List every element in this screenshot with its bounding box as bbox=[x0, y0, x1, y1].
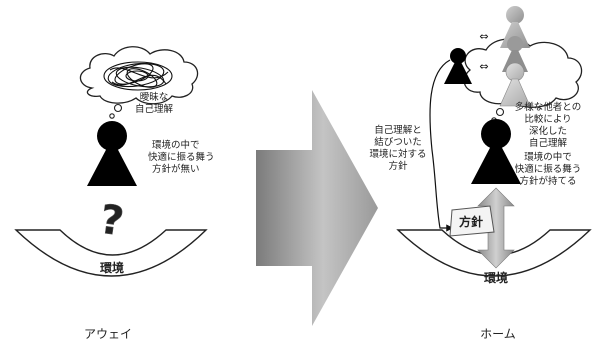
left-thought-bubble-1 bbox=[113, 103, 123, 113]
left-caption: アウェイ bbox=[84, 327, 132, 341]
left-thought-cloud bbox=[79, 46, 199, 105]
right-side-label-3: 方針が持てる bbox=[519, 175, 576, 187]
left-side-label-2: 快適に振る舞う bbox=[148, 151, 215, 163]
left-ground-arc bbox=[14, 229, 208, 277]
right-person-icon bbox=[471, 119, 521, 184]
loop-label-4: 方針 bbox=[388, 160, 408, 172]
loop-connector bbox=[429, 59, 454, 232]
other-person-icon-3 bbox=[499, 62, 531, 107]
loop-label-3: 環境に対する bbox=[369, 148, 426, 160]
others-label-1: 多様な他者との bbox=[515, 101, 581, 113]
right-ground-label: 環境 bbox=[484, 270, 508, 285]
loop-label-2: 結びついた bbox=[374, 136, 422, 148]
loop-label-1: 自己理解と bbox=[374, 124, 422, 136]
right-side-label-1: 環境の中で bbox=[524, 151, 572, 163]
left-person-icon bbox=[87, 121, 137, 186]
right-panel: ⇔ ⇔ 自己理解と 結びついた 環境に対する 方針 多様な他者との 比較により … bbox=[369, 6, 592, 341]
others-label-3: 深化した bbox=[529, 125, 567, 137]
left-panel: 曖昧な 自己理解 環境の中で 快適に振る舞う 方針が無い ? 環境 アウェイ bbox=[14, 46, 215, 341]
others-label-4: 自己理解 bbox=[529, 137, 568, 149]
question-mark-icon: ? bbox=[97, 197, 126, 246]
right-side-label-2: 快適に振る舞う bbox=[515, 163, 582, 175]
left-thought-label-1: 曖昧な bbox=[140, 91, 169, 103]
compare-symbol-2: ⇔ bbox=[479, 60, 488, 73]
right-caption: ホーム bbox=[480, 327, 516, 341]
others-label-2: 比較により bbox=[524, 113, 571, 125]
self-small-person-icon bbox=[444, 48, 472, 84]
left-thought-label-2: 自己理解 bbox=[135, 103, 174, 115]
right-thought-bubble-1 bbox=[495, 107, 505, 117]
left-side-label-3: 方針が無い bbox=[152, 163, 200, 175]
scribble-icon bbox=[103, 61, 173, 91]
left-side-label-1: 環境の中で bbox=[152, 139, 200, 151]
left-ground-label: 環境 bbox=[100, 260, 124, 275]
compare-symbol-1: ⇔ bbox=[479, 30, 488, 43]
policy-label-box bbox=[449, 205, 495, 237]
transition-arrow bbox=[256, 90, 378, 326]
left-thought-bubble-2 bbox=[109, 113, 115, 119]
policy-label: 方針 bbox=[459, 214, 483, 229]
right-ground-arc bbox=[396, 229, 592, 277]
double-arrow-icon bbox=[477, 187, 515, 269]
